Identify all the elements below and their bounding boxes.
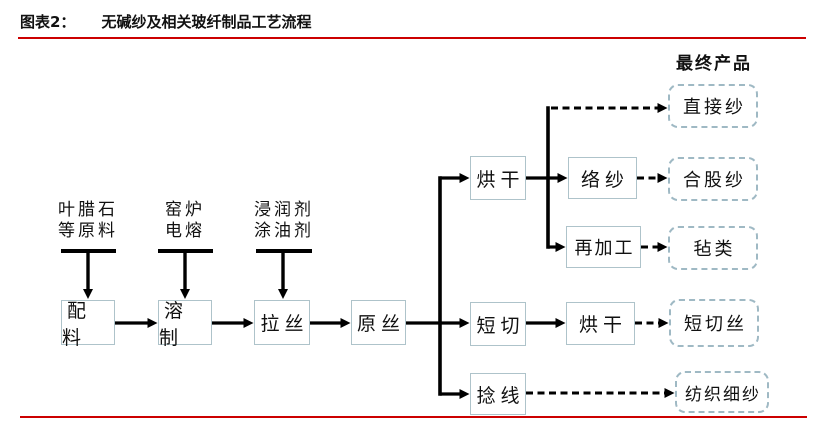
material-input-line: 叶腊石 bbox=[58, 200, 118, 220]
material-input-line: 涂油剂 bbox=[254, 221, 314, 241]
product-chopped-strand-box: 短切丝 bbox=[669, 299, 759, 347]
product-plied-yarn-box: 合股纱 bbox=[668, 157, 758, 201]
footer-rule bbox=[20, 416, 807, 418]
material-input-line: 窑炉 bbox=[165, 200, 205, 220]
caption-label: 图表2： bbox=[20, 13, 76, 31]
step-chopping-box: 短切 bbox=[470, 302, 526, 346]
material-input-line: 浸润剂 bbox=[254, 200, 314, 220]
step-strand-box: 原丝 bbox=[351, 300, 406, 345]
product-mats-box: 毡类 bbox=[668, 226, 758, 270]
material-input-line: 等原料 bbox=[58, 221, 118, 241]
material-input-pyrophyllite: 叶腊石 等原料 bbox=[28, 200, 148, 242]
caption-title: 无碱纱及相关玻纤制品工艺流程 bbox=[101, 13, 312, 31]
step-twisting-box: 捻线 bbox=[470, 373, 526, 415]
material-input-sizing: 浸润剂 涂油剂 bbox=[224, 200, 344, 242]
step-drawing-box: 拉丝 bbox=[254, 300, 310, 345]
header-rule bbox=[18, 37, 806, 39]
step-winding-box: 络纱 bbox=[568, 157, 637, 199]
step-batching-box: 配料 bbox=[61, 300, 115, 349]
step-reprocessing-box: 再加工 bbox=[566, 226, 641, 268]
material-input-kiln: 窑炉 电熔 bbox=[125, 200, 245, 242]
step-drying-bottom-box: 烘干 bbox=[566, 302, 635, 345]
material-input-line: 电熔 bbox=[165, 221, 205, 241]
step-melting-box: 溶制 bbox=[158, 300, 212, 349]
product-direct-yarn-box: 直接纱 bbox=[668, 84, 758, 128]
product-textile-fine-yarn-box: 纺织细纱 bbox=[675, 371, 769, 413]
final-products-heading: 最终产品 bbox=[676, 54, 752, 74]
figure-caption: 图表2： 无碱纱及相关玻纤制品工艺流程 bbox=[20, 11, 311, 32]
step-drying-top-box: 烘干 bbox=[470, 156, 526, 200]
